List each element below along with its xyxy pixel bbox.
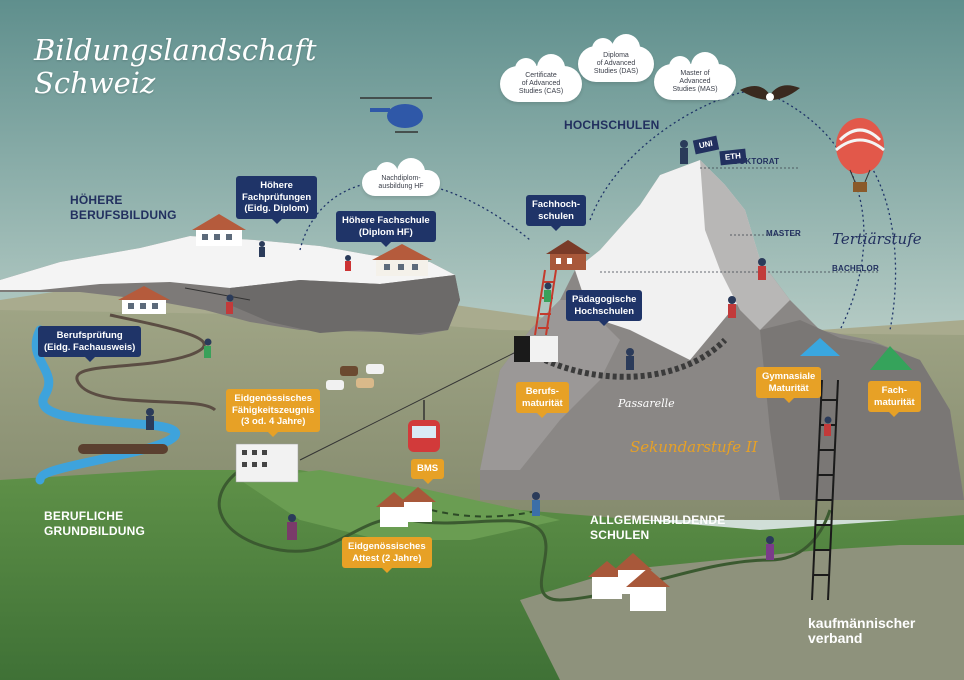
winding-path-fore — [217, 468, 832, 602]
level-bachelor: BACHELOR — [832, 264, 879, 273]
cable-line — [299, 349, 521, 461]
box-fachmaturitaet: Fach- maturität — [868, 381, 921, 417]
left-plateau-snow — [0, 236, 455, 290]
cows — [326, 364, 384, 390]
house-hoehere-fachschule — [372, 244, 432, 276]
main-mountain-shade — [700, 160, 790, 330]
box-berufsmaturitaet: Berufs- maturität — [516, 382, 569, 418]
box-gymnasiale-maturitaet: Gymnasiale Maturität — [756, 367, 822, 403]
cloud-nachdiplom-text: Nachdiplom- ausbildung HF — [378, 175, 424, 190]
brand-line-1: kaufmännischer — [808, 615, 916, 631]
zone-hochschulen: HOCHSCHULEN — [564, 118, 660, 132]
zone-sekundarstufe: Sekundarstufe II — [630, 438, 758, 456]
box-eba: Eidgenössisches Attest (2 Jahre) — [342, 537, 432, 573]
passarelle-bridge — [543, 337, 728, 380]
brand-logo: kaufmännischer verband — [808, 616, 915, 646]
level-master: MASTER — [766, 229, 801, 238]
dotted-arrow-2 — [589, 89, 761, 221]
box-efz: Eidgenössisches Fähigkeitszeugnis (3 od.… — [226, 389, 321, 436]
cloud-das-text: Diploma of Advanced Studies (DAS) — [593, 52, 639, 75]
bms-station — [514, 336, 558, 362]
box-hoehere-fachpruefungen: Höhere Fachprüfungen (Eidg. Diplom) — [236, 176, 318, 223]
box-bms: BMS — [411, 459, 445, 483]
zone-hoehere-berufsbildung: HÖHERE BERUFSBILDUNG — [70, 193, 177, 222]
cloud-das: Diploma of Advanced Studies (DAS) — [578, 34, 654, 82]
log — [78, 444, 168, 454]
ladder-right — [811, 379, 839, 601]
flag-eth: ETH — [719, 148, 747, 166]
house-berufspruefung — [118, 286, 170, 314]
dotted-arrow-1 — [299, 180, 531, 251]
zip-line — [184, 287, 251, 301]
zone-tertiaerstufe: Tertiärstufe — [832, 230, 922, 248]
gondola-bms — [408, 400, 440, 452]
title-line-2: Schweiz — [34, 66, 156, 100]
house-fachhochschulen — [546, 240, 590, 270]
box-berufspruefung: Berufsprüfung (Eidg. Fachausweis) — [38, 326, 142, 362]
house-hoehere-fachpruefungen — [192, 214, 246, 246]
hot-air-balloon — [835, 118, 885, 192]
brand-line-2: verband — [808, 630, 863, 646]
right-spur — [760, 320, 964, 500]
level-doktorat: DOKTORAT — [733, 157, 780, 166]
passarelle-label: Passarelle — [618, 397, 675, 410]
eagle — [740, 85, 800, 101]
tent-blue — [800, 338, 840, 356]
cloud-cas: Certificate of Advanced Studies (CAS) — [500, 54, 582, 102]
ladder-left — [534, 269, 557, 336]
cloud-cas-text: Certificate of Advanced Studies (CAS) — [518, 72, 564, 95]
helicopter — [360, 97, 432, 133]
zone-allgemeinbildende-schulen: ALLGEMEINBILDENDE SCHULEN — [590, 513, 726, 542]
village-eba — [376, 487, 436, 527]
school-building — [235, 443, 299, 483]
zone-berufliche-grundbildung: BERUFLICHE GRUNDBILDUNG — [44, 509, 146, 538]
box-hoehere-fachschule: Höhere Fachschule (Diplom HF) — [336, 211, 436, 247]
cloud-mas: Master of Advanced Studies (MAS) — [654, 52, 736, 100]
title-line-1: Bildungslandschaft — [34, 33, 317, 67]
box-paedagogische-hochschulen: Pädagogische Hochschulen — [566, 290, 643, 326]
winding-path-left — [75, 313, 217, 412]
box-fachhochschulen: Fachhoch- schulen — [526, 195, 587, 231]
village-allgemein — [588, 553, 670, 611]
map-title: Bildungslandschaft Schweiz — [34, 34, 317, 100]
left-plateau-face — [230, 275, 460, 334]
cloud-mas-text: Master of Advanced Studies (MAS) — [672, 70, 718, 93]
tent-green — [870, 346, 912, 370]
cloud-nachdiplom: Nachdiplom- ausbildung HF — [362, 158, 440, 196]
hiker-figures — [146, 140, 832, 560]
